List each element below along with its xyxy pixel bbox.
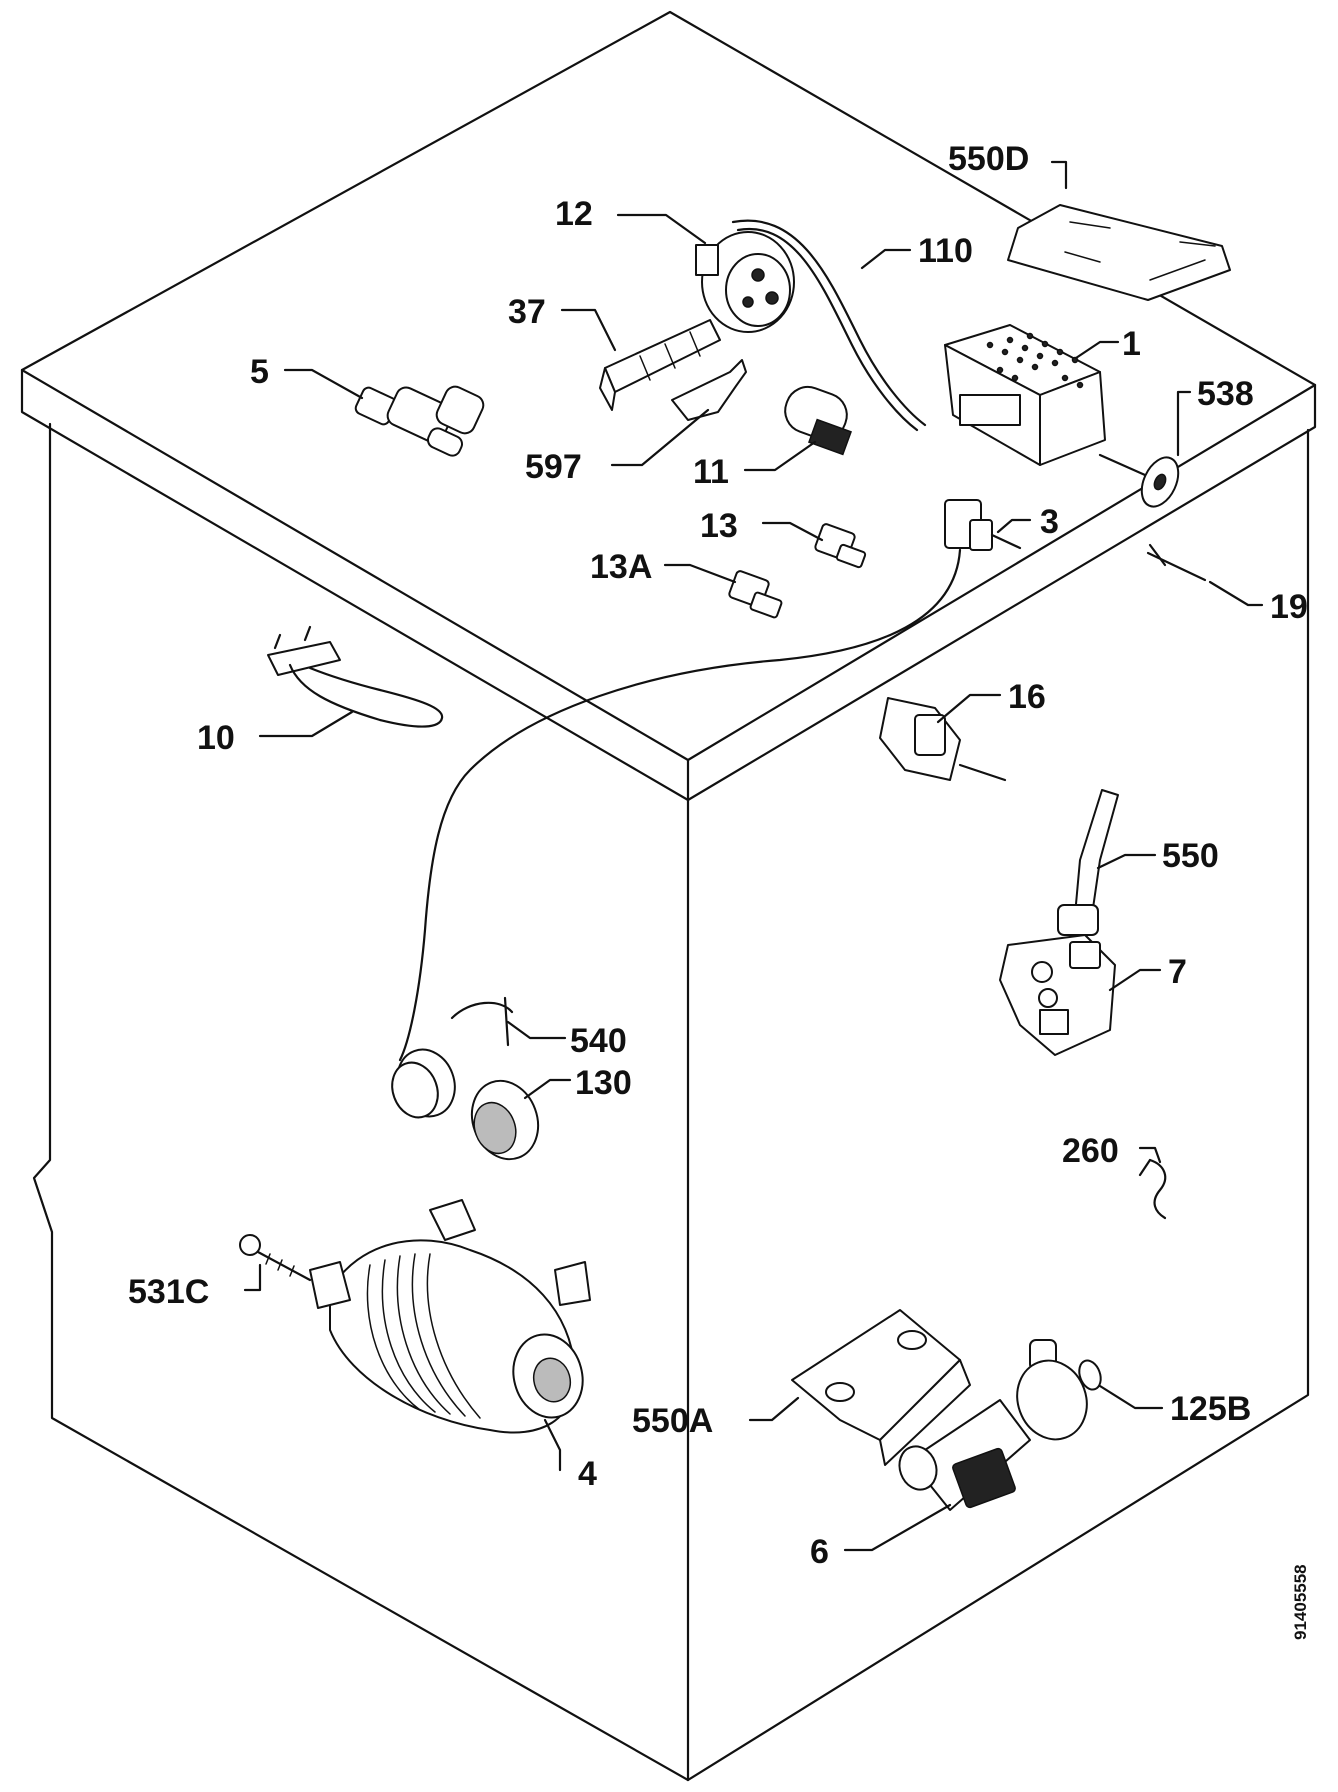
part-6-drain-pump <box>898 1339 1088 1511</box>
callout-37: 37 <box>508 293 546 331</box>
part-130-bellows <box>470 1079 540 1161</box>
callout-550a: 550A <box>632 1402 713 1440</box>
part-13-connector <box>814 523 867 569</box>
callout-3: 3 <box>1040 503 1059 541</box>
part-3-switch <box>944 499 1022 551</box>
callout-12: 12 <box>555 195 593 233</box>
part-538-knob <box>1140 456 1180 508</box>
part-19-pin <box>1146 543 1207 582</box>
callout-538: 538 <box>1197 375 1254 413</box>
callout-19: 19 <box>1270 588 1308 626</box>
callout-16: 16 <box>1008 678 1046 716</box>
part-540-clamp <box>450 996 514 1047</box>
part-550d-insulation-sheet <box>1007 204 1231 301</box>
callout-10: 10 <box>197 719 235 757</box>
part-4-motor <box>309 1199 591 1434</box>
callout-597: 597 <box>525 448 582 486</box>
leader-lines <box>243 160 1264 1552</box>
cabinet-outline <box>20 10 1317 1782</box>
callout-11: 11 <box>693 453 729 491</box>
part-1-control-unit <box>944 324 1147 477</box>
callout-130: 130 <box>575 1064 632 1102</box>
callout-110: 110 <box>918 232 973 270</box>
callout-540: 540 <box>570 1022 627 1060</box>
part-125b-o-ring <box>1078 1359 1102 1391</box>
callout-125b: 125B <box>1170 1390 1251 1428</box>
callout-550: 550 <box>1162 837 1219 875</box>
callout-5: 5 <box>250 353 269 391</box>
part-11-capacitor <box>784 385 852 456</box>
part-12-pressure-switch <box>695 231 795 333</box>
part-5-inlet-valve <box>354 385 485 457</box>
callout-550d: 550D <box>948 140 1029 178</box>
callout-1: 1 <box>1122 325 1141 363</box>
callout-6: 6 <box>810 1533 829 1571</box>
part-260-spring <box>1138 1158 1167 1220</box>
part-grommet <box>391 1048 456 1119</box>
part-7-door-lock <box>999 934 1116 1056</box>
part-597-bracket <box>671 359 747 421</box>
part-550a-cover <box>791 1309 971 1466</box>
callout-labels: 550D 12 110 37 1 5 538 597 11 13 3 13A 1… <box>128 140 1308 1571</box>
drawing-code: 91405558 <box>1291 1564 1310 1640</box>
callout-7: 7 <box>1168 953 1187 991</box>
callout-4: 4 <box>578 1455 597 1493</box>
part-3-cable <box>398 548 962 1062</box>
part-10-heating-element <box>267 625 444 728</box>
part-13a-connector <box>728 570 783 619</box>
callout-13: 13 <box>700 507 738 545</box>
callout-260: 260 <box>1062 1132 1119 1170</box>
part-550-lever <box>1057 789 1119 936</box>
callout-13a: 13A <box>590 548 652 586</box>
part-531c-screw <box>239 1234 312 1282</box>
part-110-hose <box>731 219 927 432</box>
callout-531c: 531C <box>128 1273 209 1311</box>
part-37-terminal-block <box>599 319 721 411</box>
part-16-switch <box>879 697 1007 782</box>
